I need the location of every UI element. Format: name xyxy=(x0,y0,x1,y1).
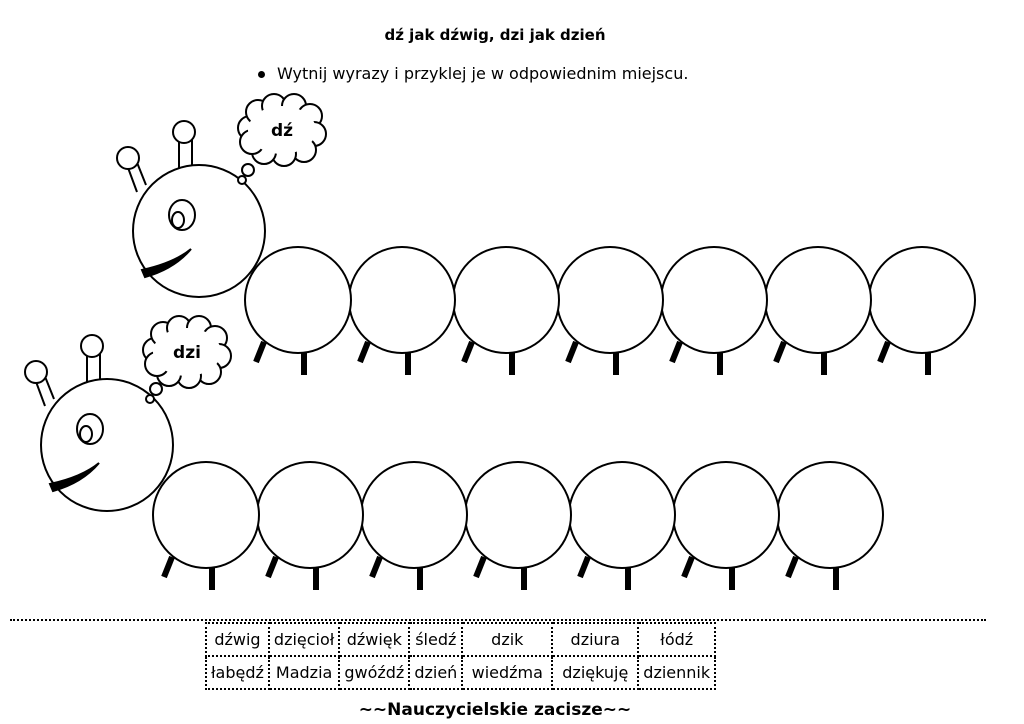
body-segment xyxy=(360,461,468,569)
antenna-ball xyxy=(24,360,48,384)
leg xyxy=(461,340,475,364)
leg xyxy=(357,340,371,364)
instruction: Wytnij wyrazy i przyklej je w odpowiedni… xyxy=(258,64,688,83)
word-card[interactable]: dziennik xyxy=(637,655,717,690)
leg xyxy=(369,555,383,579)
word-card[interactable]: Madzia xyxy=(267,655,341,690)
cloud-label: dź xyxy=(271,121,293,141)
leg xyxy=(877,340,891,364)
leg xyxy=(577,555,591,579)
word-card[interactable]: dziękuję xyxy=(551,655,640,690)
thought-bubble xyxy=(241,163,255,177)
body-segment xyxy=(452,246,560,354)
smile xyxy=(140,248,192,279)
leg xyxy=(253,340,267,364)
word-card[interactable]: śledź xyxy=(408,622,464,657)
body-segment xyxy=(348,246,456,354)
pupil xyxy=(79,425,93,443)
pupil xyxy=(171,211,185,229)
word-card[interactable]: dziura xyxy=(551,622,640,657)
leg xyxy=(265,555,279,579)
body-segment xyxy=(868,246,976,354)
word-card[interactable]: gwóźdź xyxy=(338,655,411,690)
cloud-fill xyxy=(153,328,221,376)
body-segment xyxy=(672,461,780,569)
leg xyxy=(669,340,683,364)
cut-line xyxy=(10,619,986,621)
leg xyxy=(473,555,487,579)
leg xyxy=(681,555,695,579)
body-segment xyxy=(244,246,352,354)
leg xyxy=(785,555,799,579)
bullet-icon xyxy=(258,71,265,78)
body-segment xyxy=(764,246,872,354)
word-card[interactable]: wiedźma xyxy=(461,655,554,690)
word-card[interactable]: łabędź xyxy=(205,655,270,690)
footer-signature: ~~Nauczycielskie zacisze~~ xyxy=(358,700,632,720)
cloud-label: dzi xyxy=(173,343,201,363)
leg xyxy=(773,340,787,364)
caterpillar-head xyxy=(132,164,266,298)
body-segment xyxy=(660,246,768,354)
body-segment xyxy=(464,461,572,569)
thought-cloud: dzi xyxy=(142,315,232,404)
antenna-ball xyxy=(80,334,104,358)
word-card[interactable]: łódź xyxy=(637,622,717,657)
worksheet-title: dź jak dźwig, dzi jak dzień xyxy=(384,26,606,44)
cloud-fill xyxy=(248,106,316,154)
body-segment xyxy=(568,461,676,569)
smile xyxy=(48,462,100,493)
caterpillar: dź xyxy=(116,93,976,375)
word-cards-table: dźwig dzięcioł dźwięk śledź dzik dziura … xyxy=(205,622,717,690)
word-card[interactable]: dzień xyxy=(408,655,464,690)
instruction-text: Wytnij wyrazy i przyklej je w odpowiedni… xyxy=(277,64,689,83)
thought-cloud: dź xyxy=(237,93,327,185)
body-segment xyxy=(556,246,664,354)
body-segment xyxy=(152,461,260,569)
caterpillar: dzi xyxy=(24,315,884,590)
body-segment xyxy=(256,461,364,569)
thought-bubble xyxy=(237,175,247,185)
leg xyxy=(565,340,579,364)
word-row: łabędź Madzia gwóźdź dzień wiedźma dzięk… xyxy=(205,655,717,690)
antenna-ball xyxy=(172,120,196,144)
word-card[interactable]: dzięcioł xyxy=(267,622,341,657)
antenna-ball xyxy=(116,146,140,170)
word-card[interactable]: dzik xyxy=(461,622,554,657)
body-segment xyxy=(776,461,884,569)
leg xyxy=(161,555,175,579)
thought-bubble xyxy=(145,394,155,404)
word-row: dźwig dzięcioł dźwięk śledź dzik dziura … xyxy=(205,622,717,657)
word-card[interactable]: dźwig xyxy=(205,622,270,657)
word-card[interactable]: dźwięk xyxy=(338,622,411,657)
thought-bubble xyxy=(149,382,163,396)
